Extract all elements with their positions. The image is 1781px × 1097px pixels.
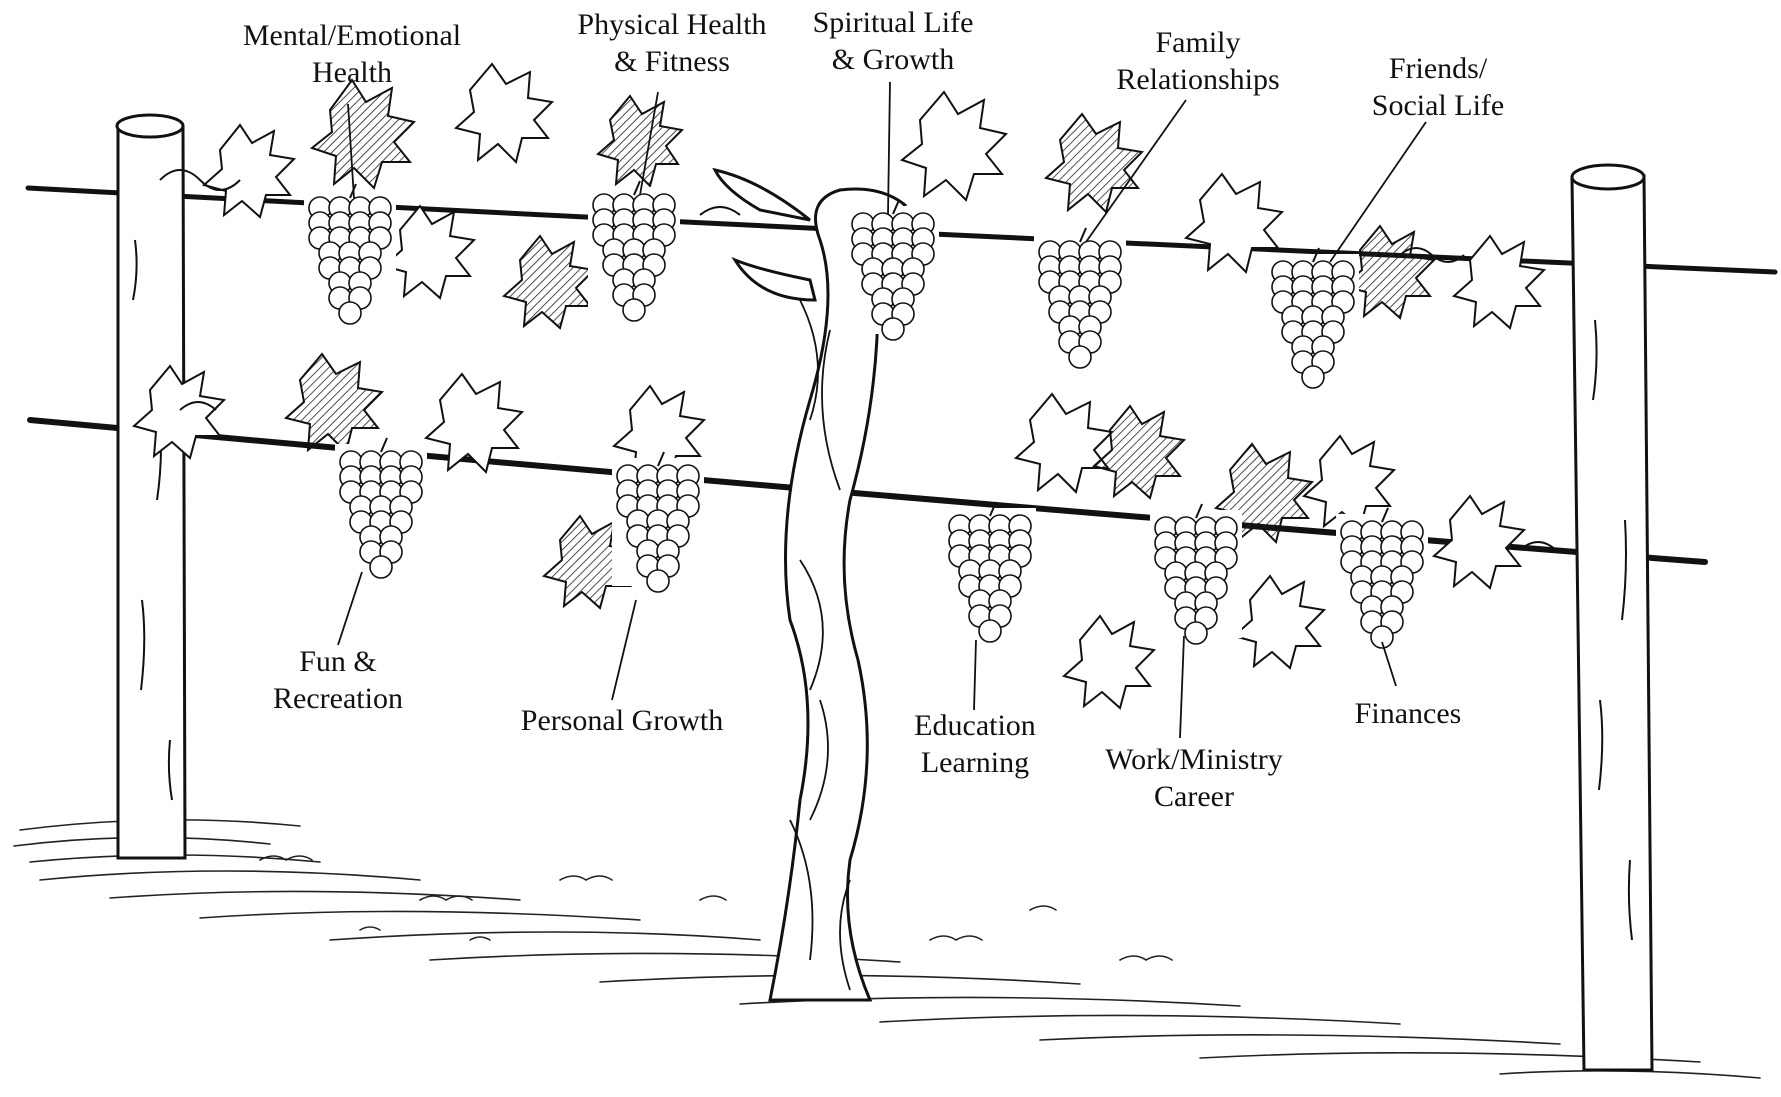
leader-finances: [1382, 642, 1396, 686]
label-physical-health-fitness: Physical Health & Fitness: [577, 6, 766, 80]
grape-cluster-finances: [1336, 508, 1428, 648]
label-spiritual-life-growth: Spiritual Life & Growth: [813, 4, 974, 78]
label-line: Mental/Emotional: [243, 17, 461, 54]
label-work-ministry-career: Work/Ministry Career: [1105, 741, 1283, 815]
label-line: Career: [1105, 778, 1283, 815]
grape-cluster-mental-emotional-health: [304, 184, 396, 324]
grape-cluster-family-relationships: [1034, 228, 1126, 368]
label-line: Fun &: [273, 643, 403, 680]
grape-cluster-personal-growth: [612, 452, 704, 592]
label-line: Learning: [914, 744, 1036, 781]
leader-personal-growth: [612, 600, 636, 700]
label-line: Friends/: [1372, 50, 1504, 87]
label-line: Finances: [1355, 695, 1462, 732]
leader-work-ministry-career: [1180, 636, 1184, 738]
label-finances: Finances: [1355, 695, 1462, 732]
label-line: Health: [243, 54, 461, 91]
label-line: Recreation: [273, 680, 403, 717]
leader-education-learning: [974, 640, 976, 710]
label-line: Spiritual Life: [813, 4, 974, 41]
grape-cluster-friends-social-life: [1267, 248, 1359, 388]
grape-cluster-fun-recreation: [335, 438, 427, 578]
left-post: [117, 115, 185, 858]
label-line: Work/Ministry: [1105, 741, 1283, 778]
label-line: & Fitness: [577, 43, 766, 80]
right-post: [1572, 165, 1652, 1070]
label-line: & Growth: [813, 41, 974, 78]
grape-cluster-physical-health-fitness: [588, 181, 680, 321]
label-personal-growth: Personal Growth: [521, 702, 723, 739]
label-line: Family: [1116, 24, 1279, 61]
ground: [14, 820, 1760, 1078]
label-line: Relationships: [1116, 61, 1279, 98]
label-fun-recreation: Fun & Recreation: [273, 643, 403, 717]
label-line: Social Life: [1372, 87, 1504, 124]
label-family-relationships: Family Relationships: [1116, 24, 1279, 98]
grape-cluster-education-learning: [944, 502, 1036, 642]
label-friends-social-life: Friends/ Social Life: [1372, 50, 1504, 124]
label-education-learning: Education Learning: [914, 707, 1036, 781]
leader-fun-recreation: [338, 572, 362, 645]
label-line: Education: [914, 707, 1036, 744]
grape-cluster-work-ministry-career: [1150, 504, 1242, 644]
label-line: Personal Growth: [521, 702, 723, 739]
label-line: Physical Health: [577, 6, 766, 43]
grape-cluster-spiritual-life-growth: [847, 200, 939, 340]
label-mental-emotional-health: Mental/Emotional Health: [243, 17, 461, 91]
